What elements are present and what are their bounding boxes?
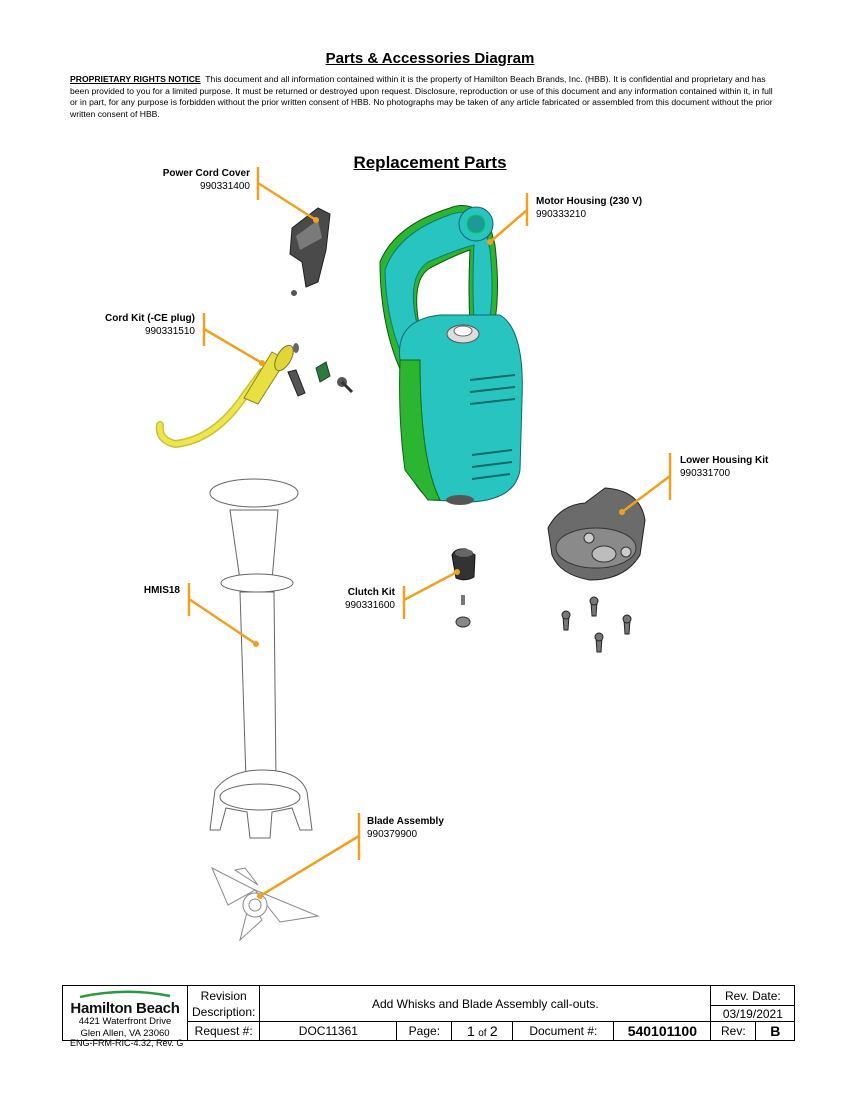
callout-lower-housing-kit: Lower Housing Kit 990331700 [680,454,800,480]
notice-heading: PROPRIETARY RIGHTS NOTICE [70,74,201,84]
callout-motor-housing: Motor Housing (230 V) 990333210 [536,195,696,221]
page-label: Page: [396,1021,453,1041]
address-line-1: 4421 Waterfront Drive [78,1015,172,1027]
blade-part [210,866,320,942]
part-number: 990333210 [536,209,587,220]
part-name: HMIS18 [143,585,180,596]
callout-power-cord-cover: Power Cord Cover 990331400 [130,167,250,193]
part-name: Cord Kit (-CE plug) [105,313,195,324]
company-logo: Hamilton Beach [70,999,180,1017]
rev-label: Rev: [710,1021,757,1041]
logo-swoosh-icon [79,990,171,998]
title-block: Hamilton Beach 4421 Waterfront Drive Gle… [62,985,796,1041]
clutch-kit-part [451,548,476,628]
part-number: 990331400 [199,181,250,192]
rev-date-label: Rev. Date: [710,985,796,1006]
rev-date: 03/19/2021 [710,1005,796,1022]
part-number: 990331510 [144,326,195,337]
document-title: Parts & Accessories Diagram [325,50,535,67]
callout-clutch-kit: Clutch Kit 990331600 [315,586,395,612]
form-id: ENG-FRM-RIC-4.32, Rev. G [70,1038,184,1048]
part-name: Power Cord Cover [162,168,250,179]
callout-blade-assembly: Blade Assembly 990379900 [367,815,477,841]
request-value: DOC11361 [259,1021,398,1041]
part-number: 990379900 [367,829,418,840]
motor-housing-part [379,205,523,505]
proprietary-notice: PROPRIETARY RIGHTS NOTICE This document … [70,74,782,120]
page-number: 1 of 2 [451,1021,514,1041]
lower-housing-part [547,487,646,653]
document-label: Document #: [512,1021,615,1041]
part-name: Blade Assembly [367,816,444,827]
callout-lines [187,167,672,898]
revision-label-cell: Revision Description: [186,985,261,1022]
callout-hmis18: HMIS18 [120,584,180,597]
section-title: Replacement Parts [353,153,507,172]
notice-text: This document and all information contai… [70,74,773,119]
parts-diagram [155,167,672,942]
shaft-part [209,478,313,839]
cord-kit-part [155,343,354,449]
request-label: Request #: [186,1021,261,1041]
part-name: Clutch Kit [347,587,395,598]
revision-description: Add Whisks and Blade Assembly call-outs. [259,985,712,1022]
rev-value: B [755,1021,796,1041]
document-number: 540101100 [613,1021,712,1041]
part-number: 990331700 [680,468,731,479]
revision-label: Revision [200,988,247,1003]
callout-cord-kit: Cord Kit (-CE plug) 990331510 [74,312,195,338]
company-cell: Hamilton Beach 4421 Waterfront Drive Gle… [62,985,188,1041]
part-name: Lower Housing Kit [680,455,769,466]
callout-dots [253,217,625,899]
revision-label-2: Description: [192,1004,256,1019]
part-name: Motor Housing (230 V) [536,196,643,207]
part-number: 990331600 [344,600,395,611]
address-line-2: Glen Allen, VA 23060 [80,1027,170,1039]
power-cord-cover-part [289,207,331,296]
